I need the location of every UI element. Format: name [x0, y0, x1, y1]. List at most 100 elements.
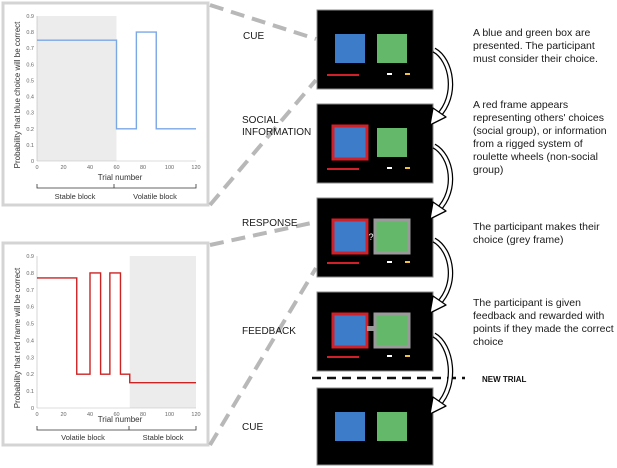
step-descriptions: A blue and green box are presented. The … [473, 27, 614, 348]
top-probability-chart: 0 0.1 0.2 0.3 0.4 0.5 0.6 0.7 0.8 0.9 0 20 40 60 80 100… [1, 1, 210, 207]
y-tick-label: 0.6 [26, 305, 34, 311]
score-marker [387, 355, 392, 357]
description-social-line: A red frame appears [473, 99, 568, 111]
score-marker [405, 73, 410, 75]
x-tick-label: 80 [140, 165, 146, 171]
progress-bar [327, 262, 359, 264]
new-trial-label: NEW TRIAL [482, 375, 527, 384]
score-marker [387, 167, 392, 169]
y-tick-label: 0.2 [26, 372, 34, 378]
score-marker [387, 73, 392, 75]
y-tick-label: 0.7 [26, 46, 34, 52]
x-tick-label: 100 [165, 165, 174, 171]
x-tick-label: 0 [35, 412, 38, 418]
top-chart-block-label-1: Stable block [55, 192, 96, 201]
description-social-line: group) [473, 164, 503, 176]
score-marker [387, 261, 392, 263]
bottom-chart-block-label-1: Volatile block [61, 433, 105, 442]
score-marker [405, 355, 410, 357]
green-box-grey-frame [373, 218, 411, 255]
top-chart-block-label-2: Volatile block [133, 192, 177, 201]
y-tick-label: 0.5 [26, 78, 34, 84]
description-cue-line: A blue and green box are [473, 27, 591, 39]
top-connector-lower [208, 78, 318, 207]
step-label-response: RESPONSE [242, 218, 298, 229]
step-label-feedback: FEEDBACK [242, 326, 296, 337]
bottom-chart-xlabel: Trial number [98, 415, 143, 424]
description-feedback-line: The participant is given [473, 297, 581, 309]
question-mark: ? [368, 232, 373, 242]
screen-social-information [316, 103, 434, 184]
description-feedback-line: feedback and rewarded with [473, 310, 604, 322]
x-tick-label: 80 [140, 412, 146, 418]
description-social-line: from a rigged system of [473, 138, 583, 150]
y-tick-label: 0.3 [26, 111, 34, 117]
description-feedback-line: choice [473, 336, 504, 348]
description-cue-line: must consider their choice. [473, 53, 598, 65]
feedback-connector [367, 326, 376, 331]
x-tick-label: 0 [35, 165, 38, 171]
y-tick-label: 0.9 [26, 14, 34, 20]
y-tick-label: 0.3 [26, 355, 34, 361]
green-box [377, 412, 407, 441]
y-tick-label: 0 [31, 406, 34, 412]
y-tick-label: 0.8 [26, 30, 34, 36]
green-box [377, 128, 407, 157]
screen-background [316, 387, 434, 466]
description-response-line: The participant makes their [473, 221, 600, 233]
blue-box-red-frame [331, 124, 369, 161]
x-tick-label: 20 [60, 165, 66, 171]
y-tick-label: 0.2 [26, 127, 34, 133]
x-tick-label: 20 [60, 412, 66, 418]
screen-feedback [316, 291, 434, 372]
score-marker [405, 167, 410, 169]
green-box-grey-frame [373, 312, 411, 349]
y-tick-label: 0.4 [26, 95, 34, 101]
y-tick-label: 0 [31, 159, 34, 165]
x-tick-label: 100 [165, 412, 174, 418]
y-tick-label: 0.1 [26, 389, 34, 395]
bottom-connector-upper [209, 220, 317, 247]
probability-line [37, 272, 196, 384]
description-social-line: (social group), or information [473, 125, 607, 137]
green-box [377, 34, 407, 63]
x-tick-label: 40 [87, 412, 93, 418]
top-connector-upper [209, 3, 317, 41]
x-tick-label: 60 [113, 412, 119, 418]
score-marker [405, 261, 410, 263]
x-tick-label: 60 [113, 165, 119, 171]
x-tick-label: 120 [191, 165, 200, 171]
y-tick-label: 0.5 [26, 322, 34, 328]
blue-box-red-frame [331, 312, 369, 349]
screen-cue [316, 9, 434, 90]
step-label-cue-repeat: CUE [242, 422, 263, 433]
step-label-social-line1: SOCIAL [242, 115, 279, 126]
curved-arrow-icon [429, 332, 454, 415]
x-tick-label: 40 [87, 165, 93, 171]
top-chart-ylabel: Probability that blue choice will be cor… [13, 21, 22, 169]
blue-box [335, 34, 365, 63]
step-label-cue: CUE [243, 31, 264, 42]
description-feedback-line: points if they made the correct [473, 323, 614, 335]
progress-bar [327, 356, 359, 358]
curved-arrow-icon [429, 143, 454, 220]
y-tick-label: 0.6 [26, 62, 34, 68]
y-tick-label: 0.1 [26, 143, 34, 149]
shaded-block [37, 16, 117, 161]
step-arrows [429, 47, 454, 415]
progress-bar [327, 74, 359, 76]
progress-bar [327, 168, 359, 170]
bottom-chart-block-brackets [36, 426, 197, 431]
description-social-line: representing others' choices [473, 112, 604, 124]
top-chart-plot-area: 0 0.1 0.2 0.3 0.4 0.5 0.6 0.7 0.8 0.9 0 20 40 60 80 100… [26, 14, 200, 171]
blue-box-red-frame [331, 218, 369, 255]
blue-box [335, 412, 365, 441]
top-chart-xlabel: Trial number [98, 173, 143, 182]
x-tick-label: 120 [191, 412, 200, 418]
curved-arrow-icon [429, 47, 454, 126]
bottom-connector-lower [208, 266, 318, 447]
y-tick-label: 0.7 [26, 288, 34, 294]
